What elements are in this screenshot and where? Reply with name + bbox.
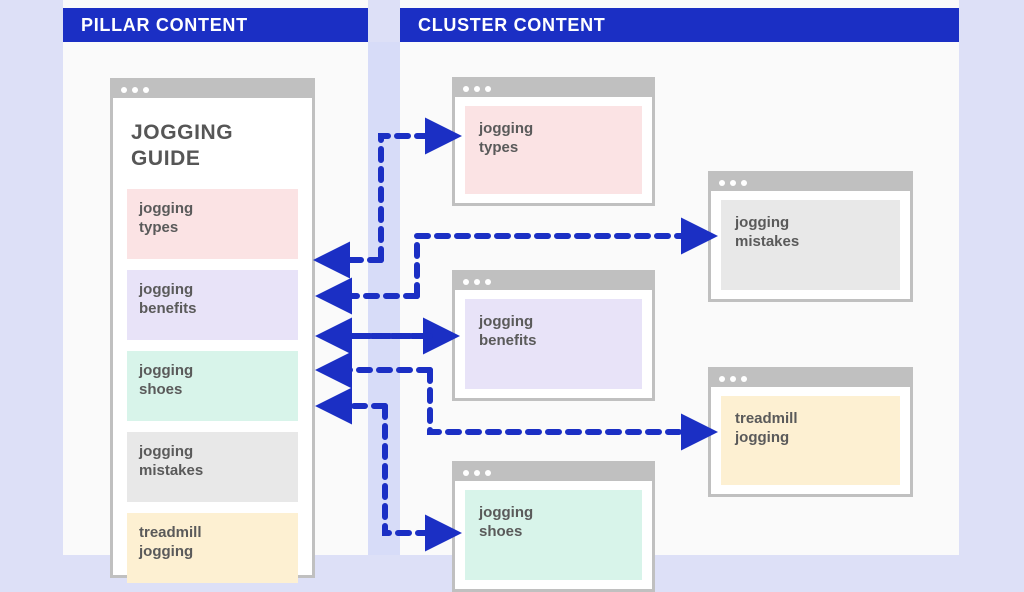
- browser-titlebar: [455, 464, 652, 481]
- cluster-card-label: treadmill jogging: [735, 410, 798, 446]
- window-dot-icon: [485, 469, 491, 476]
- cluster-block: treadmill jogging: [721, 396, 900, 485]
- window-dot-icon: [485, 85, 491, 92]
- window-dot-icon: [143, 86, 149, 93]
- window-dot-icon: [463, 278, 469, 285]
- cluster-card-body: jogging benefits: [455, 290, 652, 398]
- window-dot-icon: [730, 375, 736, 382]
- pillar-block-jogging-shoes[interactable]: jogging shoes: [127, 351, 298, 422]
- window-dot-icon: [474, 85, 480, 92]
- browser-titlebar: [455, 80, 652, 97]
- cluster-card-body: jogging shoes: [455, 481, 652, 589]
- cluster-panel-header: CLUSTER CONTENT: [400, 8, 959, 42]
- cluster-card-label: jogging mistakes: [735, 214, 800, 250]
- cluster-block: jogging mistakes: [721, 200, 900, 290]
- pillar-block-label: jogging types: [139, 200, 194, 236]
- cluster-card-treadmill-jogging[interactable]: treadmill jogging: [708, 367, 913, 497]
- pillar-block-treadmill-jogging[interactable]: treadmill jogging: [127, 513, 298, 584]
- cluster-card-jogging-types[interactable]: jogging types: [452, 77, 655, 206]
- pillar-block-label: jogging benefits: [139, 281, 197, 317]
- window-dot-icon: [132, 86, 138, 93]
- pillar-block-jogging-benefits[interactable]: jogging benefits: [127, 270, 298, 341]
- browser-titlebar: [711, 174, 910, 191]
- pillar-browser-card[interactable]: JOGGING GUIDE jogging types jogging bene…: [110, 78, 315, 584]
- cluster-card-label: jogging types: [479, 120, 534, 156]
- cluster-card-body: jogging types: [455, 97, 652, 203]
- pillar-block-label: jogging mistakes: [139, 443, 204, 479]
- middle-gutter-highlight: [368, 42, 400, 555]
- window-dot-icon: [121, 86, 127, 93]
- window-dot-icon: [485, 278, 491, 285]
- cluster-block: jogging types: [465, 106, 642, 194]
- window-dot-icon: [730, 179, 736, 186]
- browser-titlebar: [711, 370, 910, 387]
- cluster-panel-title: CLUSTER CONTENT: [418, 14, 606, 35]
- cluster-card-jogging-benefits[interactable]: jogging benefits: [452, 270, 655, 401]
- pillar-block-jogging-mistakes[interactable]: jogging mistakes: [127, 432, 298, 503]
- cluster-card-body: treadmill jogging: [711, 387, 910, 494]
- cluster-card-body: jogging mistakes: [711, 191, 910, 299]
- cluster-card-jogging-mistakes[interactable]: jogging mistakes: [708, 171, 913, 302]
- browser-titlebar: [455, 273, 652, 290]
- browser-titlebar: [113, 81, 312, 98]
- cluster-block: jogging benefits: [465, 299, 642, 389]
- cluster-block: jogging shoes: [465, 490, 642, 580]
- pillar-block-label: jogging shoes: [139, 362, 194, 398]
- pillar-card-title: JOGGING GUIDE: [131, 121, 234, 170]
- window-dot-icon: [741, 179, 747, 186]
- window-dot-icon: [474, 278, 480, 285]
- pillar-block-jogging-types[interactable]: jogging types: [127, 189, 298, 260]
- window-dot-icon: [463, 85, 469, 92]
- cluster-card-jogging-shoes[interactable]: jogging shoes: [452, 461, 655, 592]
- pillar-panel-header: PILLAR CONTENT: [63, 8, 368, 42]
- window-dot-icon: [719, 375, 725, 382]
- pillar-panel-title: PILLAR CONTENT: [81, 14, 248, 35]
- pillar-card-body: JOGGING GUIDE jogging types jogging bene…: [113, 120, 312, 584]
- window-dot-icon: [741, 375, 747, 382]
- window-dot-icon: [463, 469, 469, 476]
- window-dot-icon: [474, 469, 480, 476]
- window-dot-icon: [719, 179, 725, 186]
- cluster-card-label: jogging benefits: [479, 313, 537, 349]
- cluster-card-label: jogging shoes: [479, 504, 534, 540]
